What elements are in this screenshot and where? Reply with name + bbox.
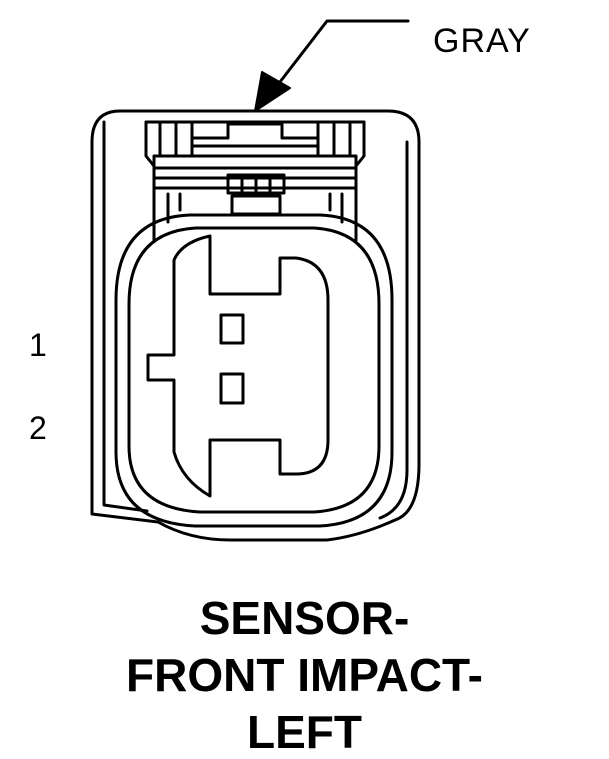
pin-cavity-1 [219,313,245,345]
pin-number-2: 2 [29,410,47,446]
plug-body-inner [127,226,381,514]
wire-color-label: GRAY [433,22,531,60]
terminal-cavity [146,234,330,498]
pin-number-1: 1 [29,327,47,363]
connector-title-line-3: LEFT [247,706,362,758]
pin-cavity-2 [219,372,245,405]
connector-housing-inner-rim [102,120,149,513]
connector-housing-inner-rim-right [378,140,409,520]
connector-housing-outline [90,109,421,542]
connector-title-line-2: FRONT IMPACT- [126,649,483,701]
latch-assembly [144,120,366,242]
plug-body-outer [114,213,394,528]
color-leader-arrow [254,19,410,112]
connector-title-line-1: SENSOR- [199,592,410,644]
